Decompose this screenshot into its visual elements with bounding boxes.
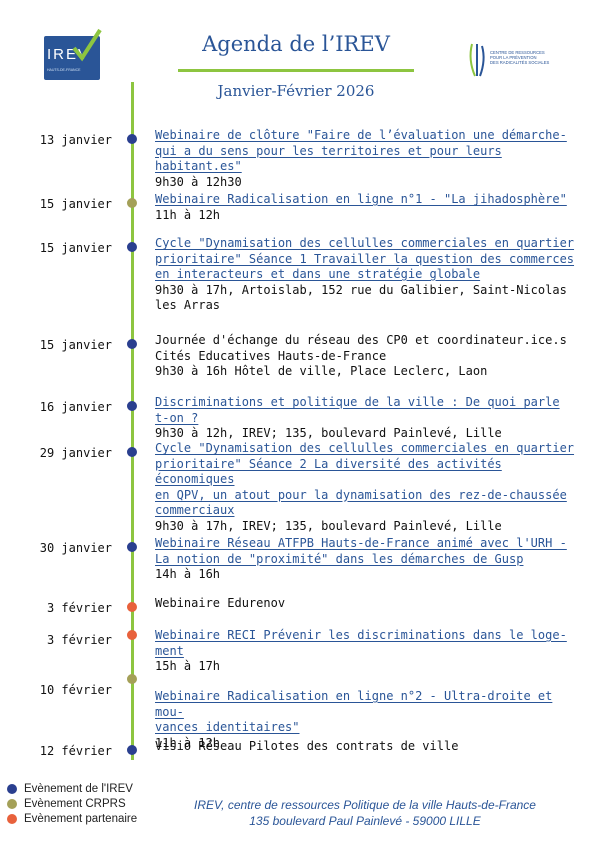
footer-line-1: IREV, centre de ressources Politique de … <box>194 798 536 812</box>
event-title-link[interactable]: qui a du sens pour les territoires et po… <box>155 143 502 174</box>
event-details: 11h à 12h <box>155 207 221 222</box>
event-content: Webinaire de clôture "Faire de l’évaluat… <box>155 128 580 190</box>
footer-address: IREV, centre de ressources Politique de … <box>160 797 570 829</box>
event-title-link[interactable]: Cycle "Dynamisation des cellulles commer… <box>155 236 575 250</box>
event-title-link[interactable]: Webinaire de clôture "Faire de l’évaluat… <box>155 128 567 142</box>
event-details: 9h30 à 12h, IREV; 135, boulevard Painlev… <box>155 426 502 440</box>
event-title-link[interactable]: prioritaire" Séance 1 Travailler la ques… <box>155 251 575 266</box>
event-content: Visio Réseau Pilotes des contrats de vil… <box>155 739 580 755</box>
event-title: Cités Educatives Hauts-de-France <box>155 348 387 363</box>
event-content: Cycle "Dynamisation des cellulles commer… <box>155 236 580 314</box>
event-details: 9h30 à 16h Hôtel de ville, Place Leclerc… <box>155 364 488 378</box>
event-title-link[interactable]: en QPV, un atout pour la dynamisation de… <box>155 487 567 502</box>
event-title-link[interactable]: en interacteurs et dans une stratégie gl… <box>155 267 481 281</box>
page-title: Agenda de l’IREV <box>202 32 390 56</box>
event-dot-irev <box>127 542 137 552</box>
logo-subtext: HAUTS-DE-FRANCE <box>47 68 81 72</box>
event-title-link[interactable]: commerciaux <box>155 503 235 517</box>
event-date: 10 février <box>39 683 112 697</box>
legend-label: Evènement CRPRS <box>24 798 126 810</box>
crprs-logo: CENTRE DE RESSOURCES POUR LA PRÉVENTION … <box>466 42 566 78</box>
footer-line-2: 135 boulevard Paul Painlevé - 59000 LILL… <box>249 814 481 828</box>
legend: Evènement de l'IREV Evènement CRPRS Evèn… <box>6 782 137 827</box>
event-title: Webinaire Edurenov <box>155 596 286 610</box>
crprs-logo-text: CENTRE DE RESSOURCES POUR LA PRÉVENTION … <box>490 50 550 66</box>
event-dot-partner <box>127 630 137 640</box>
timeline-line <box>131 82 134 760</box>
event-title-link[interactable]: Cycle "Dynamisation des cellulles commer… <box>155 441 575 455</box>
event-date: 16 janvier <box>39 400 112 414</box>
page-subtitle: Janvier-Février 2026 <box>217 82 375 100</box>
legend-dot-irev <box>7 784 17 794</box>
event-details: les Arras <box>155 298 221 312</box>
event-details: 11h à 12h <box>155 735 221 750</box>
legend-item-irev: Evènement de l'IREV <box>6 782 137 797</box>
legend-dot-crprs <box>7 799 17 809</box>
event-content: Webinaire Edurenov <box>155 596 580 612</box>
event-title-link[interactable]: Webinaire Radicalisation en ligne n°2 - … <box>155 689 553 719</box>
event-title-link[interactable]: La notion de "proximité" dans les démarc… <box>155 551 524 566</box>
event-date: 13 janvier <box>39 133 112 147</box>
event-content: Journée d'échange du réseau des CP0 et c… <box>155 333 580 380</box>
event-dot-crprs <box>127 674 137 684</box>
event-title-link[interactable]: prioritaire" Séance 2 La diversité des a… <box>155 456 502 487</box>
legend-item-partner: Evènement partenaire <box>6 812 137 827</box>
event-title-link[interactable]: Webinaire Radicalisation en ligne n°1 - … <box>155 192 567 206</box>
event-date: 29 janvier <box>39 446 112 460</box>
event-title-link[interactable]: Webinaire RECI Prévenir les discriminati… <box>155 628 567 642</box>
event-title: Visio Réseau Pilotes des contrats de vil… <box>155 739 459 753</box>
legend-label: Evènement partenaire <box>24 813 138 825</box>
event-title-link[interactable]: Webinaire Réseau ATFPB Hauts-de-France a… <box>155 536 567 550</box>
event-content: Webinaire Radicalisation en ligne n°1 - … <box>155 192 580 223</box>
legend-label: Evènement de l'IREV <box>24 783 133 795</box>
event-dot-irev <box>127 401 137 411</box>
event-content: Cycle "Dynamisation des cellulles commer… <box>155 441 580 534</box>
event-content: Webinaire Réseau ATFPB Hauts-de-France a… <box>155 536 580 583</box>
event-details: 9h30 à 17h, IREV; 135, boulevard Painlev… <box>155 518 502 533</box>
crprs-emblem-icon <box>469 43 485 77</box>
event-title: Journée d'échange du réseau des CP0 et c… <box>155 333 567 347</box>
event-dot-crprs <box>127 198 137 208</box>
event-date: 30 janvier <box>39 541 112 555</box>
event-title-link[interactable]: ment <box>155 643 184 658</box>
title-underline <box>178 69 414 72</box>
event-date: 12 février <box>39 744 112 758</box>
event-title-link[interactable]: vances identitaires" <box>155 720 300 734</box>
event-content: Webinaire RECI Prévenir les discriminati… <box>155 628 580 675</box>
event-details: 9h30 à 17h, Artoislab, 152 rue du Galibi… <box>155 282 567 297</box>
event-title-link[interactable]: Discriminations et politique de la ville… <box>155 395 560 425</box>
event-dot-irev <box>127 242 137 252</box>
event-dot-irev <box>127 339 137 349</box>
event-details: 14h à 16h <box>155 567 221 581</box>
event-date: 3 février <box>46 633 112 647</box>
event-date: 15 janvier <box>39 241 112 255</box>
event-dot-irev <box>127 447 137 457</box>
event-date: 3 février <box>46 601 112 615</box>
event-dot-irev <box>127 745 137 755</box>
event-date: 15 janvier <box>39 197 112 211</box>
legend-item-crprs: Evènement CRPRS <box>6 797 137 812</box>
checkmark-icon <box>72 28 102 62</box>
event-details: 9h30 à 12h30 <box>155 174 242 189</box>
event-dot-partner <box>127 602 137 612</box>
event-date: 15 janvier <box>39 338 112 352</box>
event-details: 15h à 17h <box>155 659 221 673</box>
event-content: Webinaire Radicalisation en ligne n°2 - … <box>155 689 580 751</box>
legend-dot-partner <box>7 814 17 824</box>
irev-logo: IREV HAUTS-DE-FRANCE <box>44 28 102 80</box>
event-content: Discriminations et politique de la ville… <box>155 395 580 442</box>
event-dot-irev <box>127 134 137 144</box>
